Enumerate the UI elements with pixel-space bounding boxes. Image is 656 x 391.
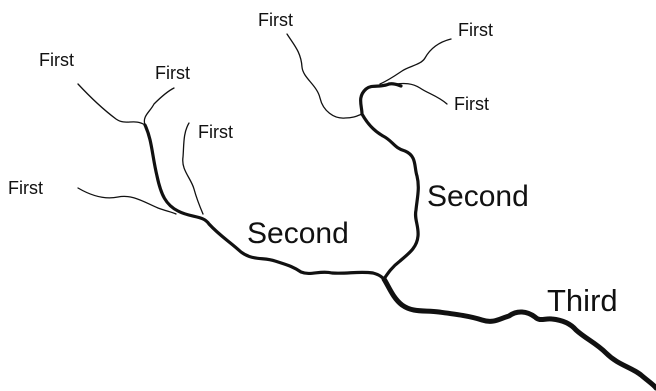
first-order-stream-top-center [286, 33, 363, 119]
first-order-label-middle-left: First [198, 122, 233, 142]
first-order-stream-top-middle [143, 87, 175, 126]
first-order-stream-lower-left [77, 187, 177, 215]
second-order-stream-right [359, 82, 420, 281]
first-order-label-top-right: First [458, 20, 493, 40]
first-order-label-top-left: First [39, 50, 74, 70]
second-order-label-right: Second [427, 180, 529, 213]
first-order-label-mid-right: First [454, 94, 489, 114]
first-order-label-lower-left: First [8, 178, 43, 198]
second-order-label-left: Second [247, 217, 349, 250]
first-order-stream-top-left [77, 83, 146, 126]
first-order-stream-top-right [379, 38, 452, 85]
first-order-stream-middle-left [182, 122, 204, 215]
first-order-stream-mid-right [395, 82, 448, 105]
third-order-label: Third [547, 283, 618, 318]
first-order-label-top-center: First [258, 10, 293, 30]
second-order-stream-left [143, 123, 386, 281]
third-order-stream [381, 276, 656, 391]
first-order-label-top-middle: First [155, 63, 190, 83]
